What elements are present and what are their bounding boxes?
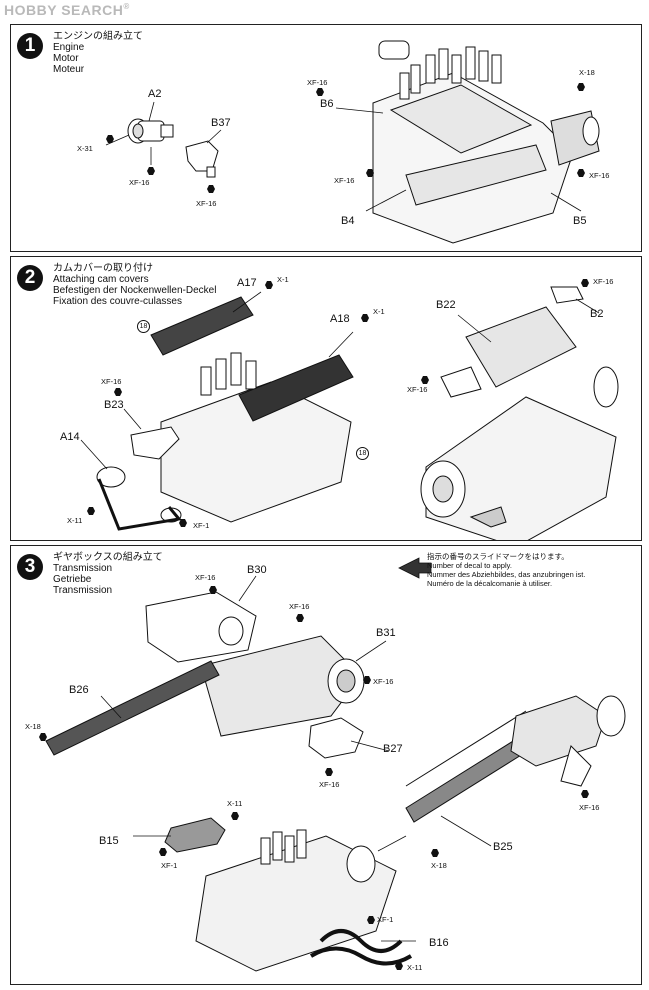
paint-marker-icon — [581, 279, 589, 287]
part-label: B16 — [429, 937, 449, 949]
paint-marker-icon — [179, 519, 187, 527]
color-callout: X-18 — [579, 68, 595, 77]
color-callout: XF-16 — [593, 277, 614, 286]
step-number-2: 2 — [17, 265, 43, 291]
color-callout: XF-16 — [319, 780, 340, 789]
color-callout: XF-1 — [193, 521, 210, 530]
paint-marker-icon — [421, 376, 429, 384]
color-callout: XF-16 — [196, 199, 217, 208]
paint-marker-icon — [395, 962, 403, 970]
part-label: B2 — [590, 308, 604, 320]
paint-marker-icon — [431, 849, 439, 857]
color-callout: XF-16 — [289, 602, 310, 611]
paint-marker-icon — [106, 135, 114, 143]
color-callout: XF-16 — [407, 385, 428, 394]
step-title-3: ギヤボックスの組み立て Transmission Getriebe Transm… — [53, 552, 163, 596]
paint-marker-icon — [325, 768, 333, 776]
watermark: HOBBY SEARCH® — [4, 2, 130, 18]
part-label: B22 — [436, 299, 456, 311]
part-label: B37 — [211, 117, 231, 129]
part-label: B26 — [69, 684, 89, 696]
paint-marker-icon — [159, 848, 167, 856]
color-callout: X-1 — [373, 307, 385, 316]
step-panel-1: 1 エンジンの組み立て Engine Motor Moteur — [10, 24, 642, 252]
part-label: A2 — [148, 88, 162, 100]
paint-marker-icon — [577, 83, 585, 91]
color-callout: XF-16 — [589, 171, 610, 180]
step-panel-2: 2 カムカバーの取り付け Attaching cam covers Befest… — [10, 256, 642, 541]
paint-marker-icon — [209, 586, 217, 594]
step3-illustration — [45, 557, 626, 972]
color-callout: XF-16 — [334, 176, 355, 185]
paint-marker-icon — [114, 388, 122, 396]
part-label: A17 — [237, 277, 257, 289]
decal-number-badge: 18 — [356, 447, 369, 460]
step1-illustration — [105, 40, 600, 244]
color-callout: XF-1 — [377, 915, 394, 924]
color-callout: X-11 — [227, 799, 243, 808]
color-callout: XF-16 — [129, 178, 150, 187]
step-number-3: 3 — [17, 554, 43, 580]
color-callout: XF-16 — [101, 377, 122, 386]
paint-marker-icon — [39, 733, 47, 741]
part-label: B5 — [573, 215, 587, 227]
paint-marker-icon — [361, 314, 369, 322]
paint-marker-icon — [363, 676, 371, 684]
decal-instruction-note: 指示の番号のスライドマークをはります。 Number of decal to a… — [427, 552, 586, 588]
color-callout: XF-16 — [195, 573, 216, 582]
part-label: B25 — [493, 841, 513, 853]
step-number-1: 1 — [17, 33, 43, 59]
color-callout: X-18 — [25, 722, 41, 731]
step2-illustration — [80, 286, 619, 540]
part-label: B23 — [104, 399, 124, 411]
part-label: B30 — [247, 564, 267, 576]
step-title-1: エンジンの組み立て Engine Motor Moteur — [53, 31, 143, 75]
part-label: A18 — [330, 313, 350, 325]
paint-marker-icon — [577, 169, 585, 177]
paint-marker-icon — [581, 790, 589, 798]
color-callout: X-11 — [67, 516, 83, 525]
color-callout: XF-16 — [579, 803, 600, 812]
part-label: B27 — [383, 743, 403, 755]
step-title-2: カムカバーの取り付け Attaching cam covers Befestig… — [53, 263, 217, 307]
color-callout: X-31 — [77, 144, 93, 153]
paint-marker-icon — [367, 916, 375, 924]
part-label: A14 — [60, 431, 80, 443]
paint-marker-icon — [366, 169, 374, 177]
decal-number-badge: 18 — [137, 320, 150, 333]
part-label: B6 — [320, 98, 334, 110]
color-callout: XF-16 — [373, 677, 394, 686]
paint-marker-icon — [231, 812, 239, 820]
step-panel-3: 3 ギヤボックスの組み立て Transmission Getriebe Tran… — [10, 545, 642, 985]
part-label: B31 — [376, 627, 396, 639]
color-callout: X-18 — [431, 861, 447, 870]
color-callout: XF-1 — [161, 861, 178, 870]
paint-marker-icon — [265, 281, 273, 289]
paint-marker-icon — [87, 507, 95, 515]
part-label: B15 — [99, 835, 119, 847]
color-callout: XF-16 — [307, 78, 328, 87]
color-callout: X-11 — [407, 963, 423, 972]
paint-marker-icon — [296, 614, 304, 622]
paint-marker-icon — [207, 185, 215, 193]
paint-marker-icon — [316, 88, 324, 96]
color-callout: X-1 — [277, 275, 289, 284]
paint-marker-icon — [147, 167, 155, 175]
part-label: B4 — [341, 215, 355, 227]
